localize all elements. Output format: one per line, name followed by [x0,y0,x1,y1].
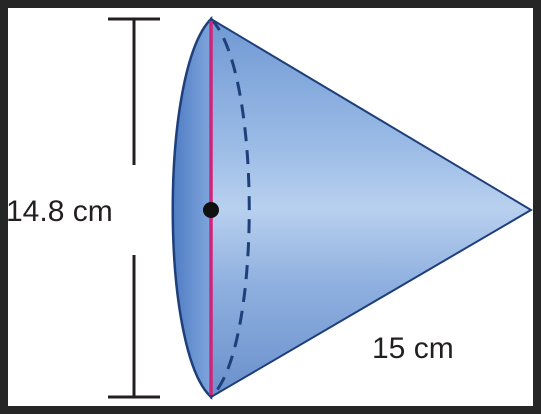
diameter-label: 14.8 cm [6,195,113,228]
cone-lateral-surface [210,17,533,399]
cone-base-hidden-edge [209,17,251,399]
center-point [203,202,219,218]
dimension-indicator [108,17,160,399]
cone-base-front [171,15,213,400]
slant-height-label: 15 cm [372,332,454,365]
